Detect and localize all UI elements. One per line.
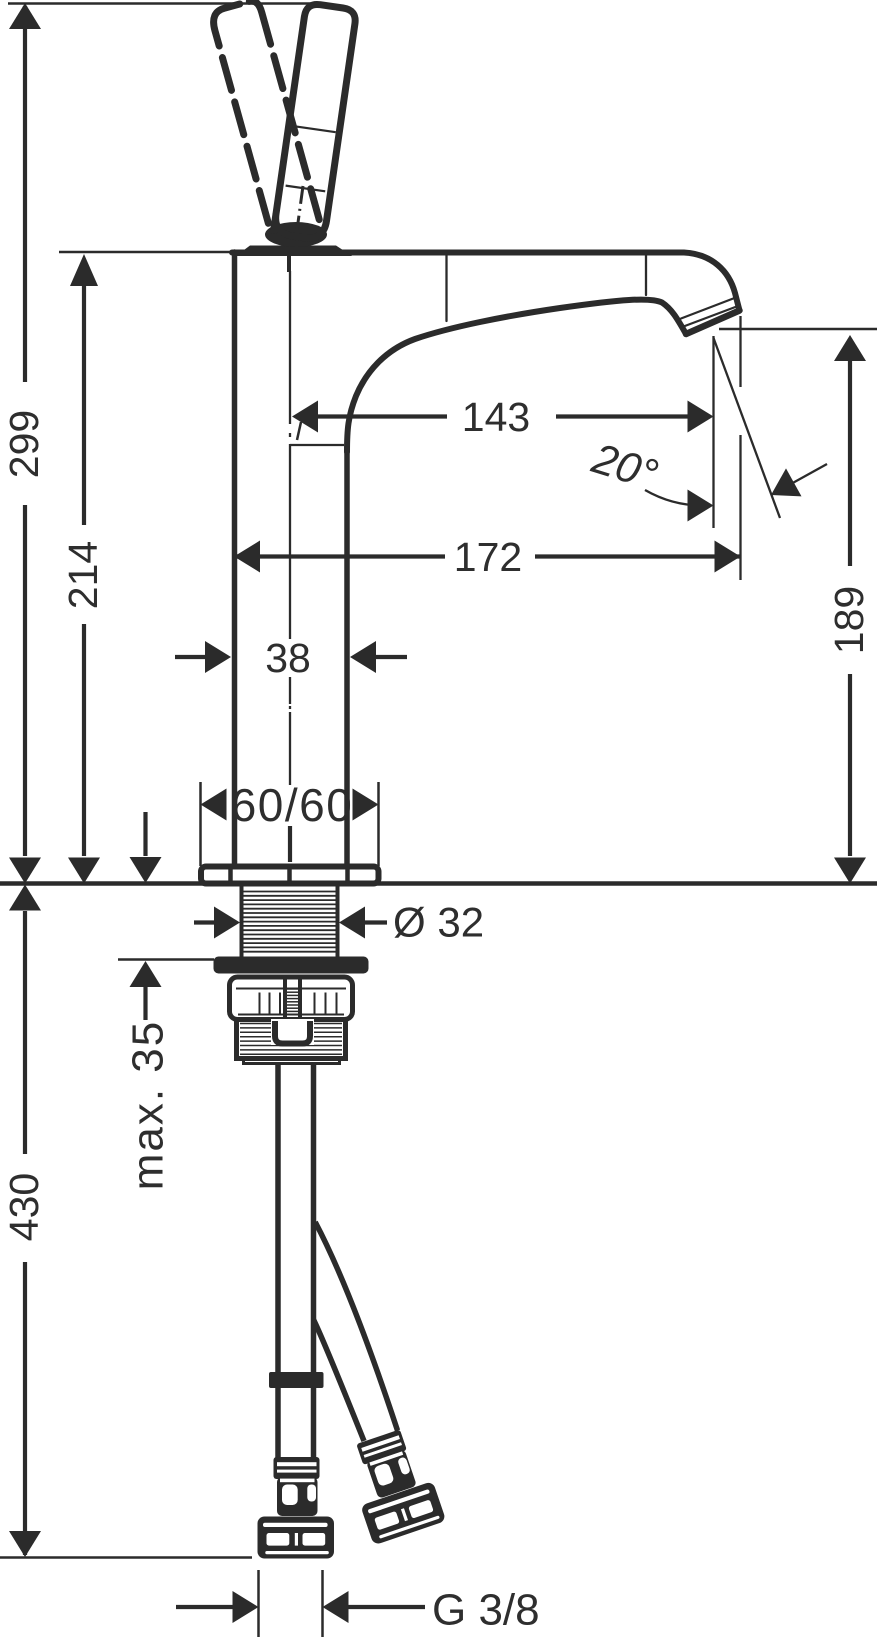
svg-text:189: 189 xyxy=(826,586,872,654)
svg-text:38: 38 xyxy=(265,635,311,681)
svg-text:60/60: 60/60 xyxy=(231,779,354,831)
svg-text:max. 35: max. 35 xyxy=(124,1020,173,1191)
svg-text:430: 430 xyxy=(1,1173,47,1241)
svg-text:172: 172 xyxy=(454,534,522,580)
svg-text:G 3/8: G 3/8 xyxy=(432,1586,540,1635)
svg-text:Ø 32: Ø 32 xyxy=(393,899,484,946)
svg-text:143: 143 xyxy=(462,394,530,440)
svg-text:299: 299 xyxy=(1,410,47,478)
svg-text:214: 214 xyxy=(60,541,106,609)
